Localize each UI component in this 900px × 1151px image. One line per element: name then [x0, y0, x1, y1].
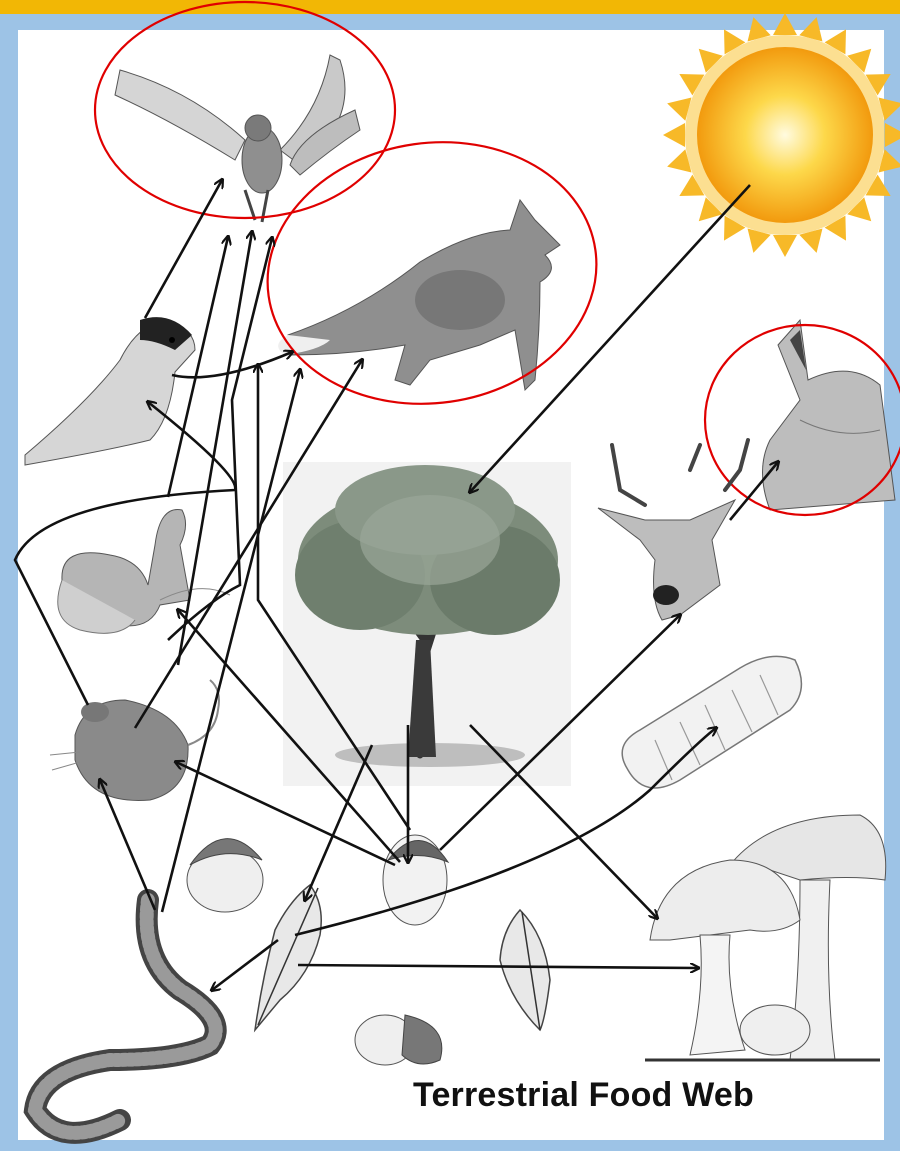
deer-icon [598, 440, 748, 620]
bird-icon [25, 317, 195, 465]
owl-icon [115, 55, 360, 222]
caterpillar-icon [622, 656, 801, 788]
wolf-icon [763, 320, 896, 510]
sun-icon [663, 13, 900, 257]
earthworm-icon [35, 900, 216, 1133]
fox-icon [278, 200, 560, 390]
leaf-icon [500, 910, 550, 1030]
diagram-title: Terrestrial Food Web [413, 1076, 754, 1115]
arrow-leaf-to-mushroom [298, 965, 698, 968]
tree-icon [283, 462, 571, 786]
acorn-icon [355, 1015, 442, 1065]
leaf-icon [255, 885, 321, 1030]
arrow-bird-to-owl [145, 180, 222, 318]
highlight-circle-owl [95, 2, 395, 218]
acorn-icon [383, 835, 448, 925]
mushroom-icon [645, 815, 886, 1060]
acorn-icon [187, 839, 263, 912]
